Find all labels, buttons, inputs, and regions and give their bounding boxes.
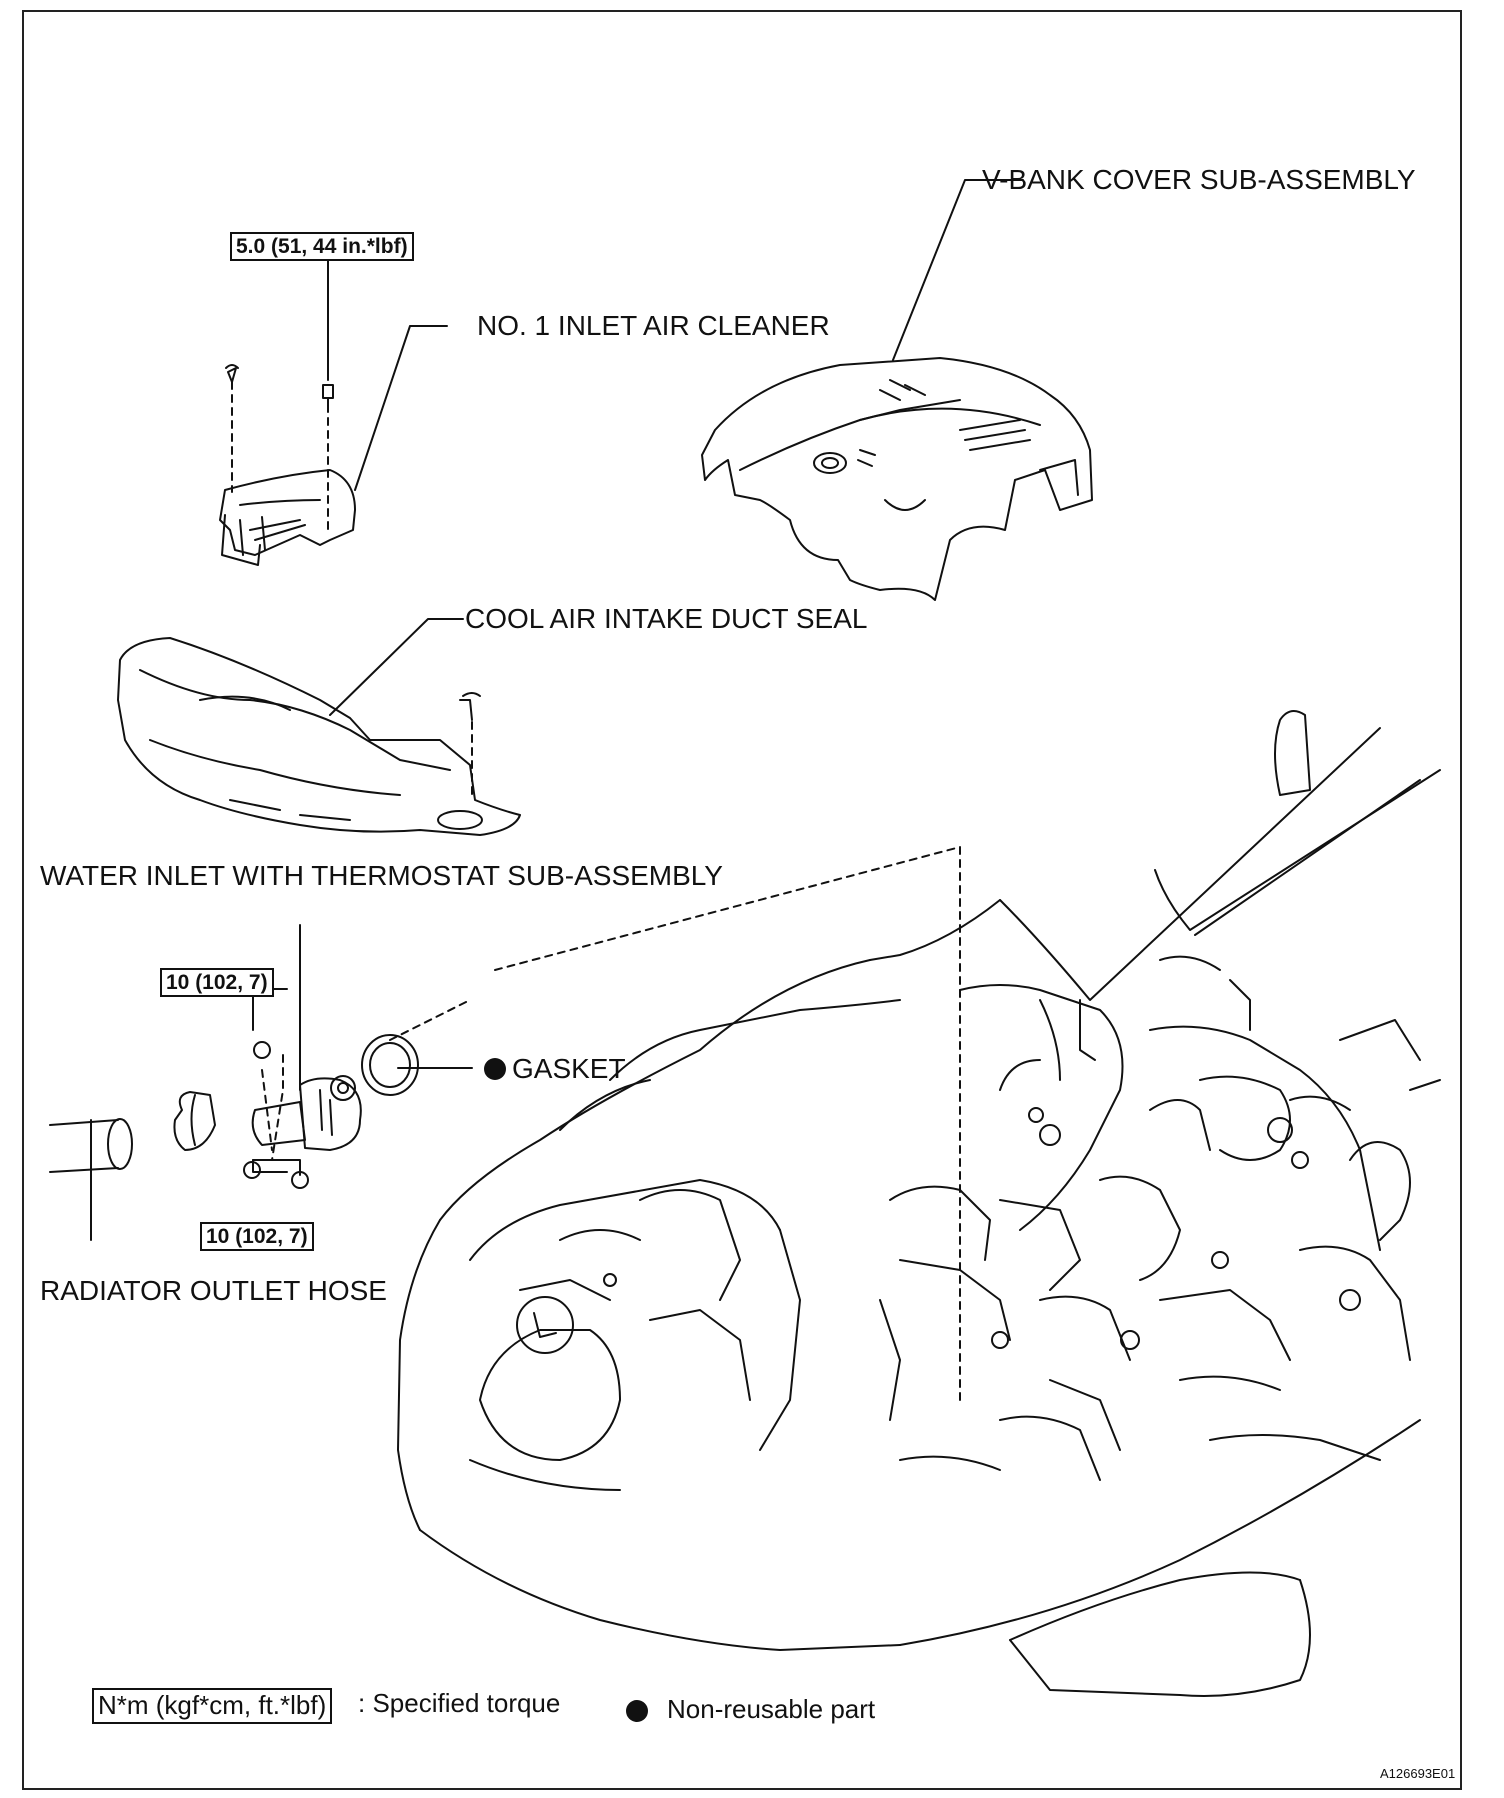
label-cool-air-duct-seal: COOL AIR INTAKE DUCT SEAL <box>465 603 868 634</box>
figure-code: A126693E01 <box>1380 1766 1456 1781</box>
vehicle-engine-bay-drawing <box>397 710 1441 1697</box>
assembly-dashed-lines <box>231 381 961 1401</box>
radiator-hose-drawing <box>49 1118 133 1173</box>
v-bank-cover-drawing <box>701 357 1093 601</box>
duct-seal-drawing <box>117 637 521 836</box>
water-inlet-drawing <box>243 1034 419 1189</box>
legend-torque-box: N*m (kgf*cm, ft.*lbf) <box>92 1688 333 1724</box>
hose-clamp-drawing <box>173 1091 216 1151</box>
label-radiator-hose: RADIATOR OUTLET HOSE <box>40 1275 387 1306</box>
legend-torque-text: : Specified torque <box>358 1688 561 1718</box>
label-v-bank-cover: V-BANK COVER SUB-ASSEMBLY <box>982 164 1416 195</box>
label-gasket: GASKET <box>512 1053 626 1084</box>
label-inlet-air-cleaner: NO. 1 INLET AIR CLEANER <box>477 310 830 341</box>
label-water-inlet: WATER INLET WITH THERMOSTAT SUB-ASSEMBLY <box>40 860 723 891</box>
torque-air-cleaner-bolt: 5.0 (51, 44 in.*lbf) <box>230 232 414 262</box>
legend-nonreusable-dot <box>626 1700 648 1722</box>
torque-water-inlet-lower: 10 (102, 7) <box>200 1222 314 1252</box>
inlet-air-cleaner-drawing <box>219 364 356 566</box>
diagram-frame <box>22 10 1462 1790</box>
legend-nonreusable-text: Non-reusable part <box>667 1694 876 1724</box>
nonreusable-dot-gasket <box>484 1058 506 1080</box>
torque-water-inlet-upper: 10 (102, 7) <box>160 968 274 998</box>
